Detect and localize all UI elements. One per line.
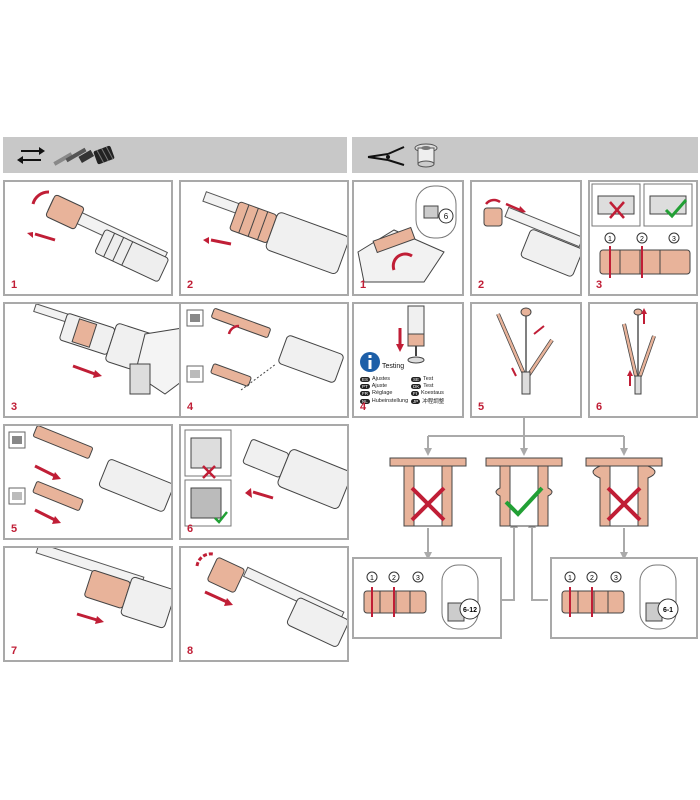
left-header-bar	[3, 137, 347, 173]
step-panel-left-6: 6	[179, 424, 349, 540]
step-number: 2	[187, 279, 194, 291]
svg-text:1: 1	[568, 575, 572, 582]
step-number: 3	[596, 279, 603, 291]
step-number: 1	[11, 279, 18, 291]
step-illustration	[27, 190, 169, 282]
step-panel-right-3: 1 2 3 3	[588, 180, 698, 296]
adjust-panel-left: 1 2 3 6-12	[352, 557, 502, 639]
step-illustration	[184, 429, 347, 527]
pliers-tool-icon	[367, 146, 405, 166]
step-number: 4	[187, 401, 194, 413]
step-illustration	[8, 426, 171, 524]
step-panel-right-6: 6	[588, 302, 698, 418]
svg-text:3: 3	[672, 236, 676, 243]
step-panel-left-5: 5	[3, 424, 173, 540]
rivet-nut-bad-left	[389, 457, 467, 527]
step-number: 6	[187, 523, 194, 535]
rotate-arrow-icon	[31, 190, 50, 205]
step-number: 1	[360, 279, 367, 291]
step-number: 3	[11, 401, 18, 413]
results-flow	[389, 418, 663, 601]
step-panel-left-2: 2	[179, 180, 349, 296]
svg-text:1: 1	[608, 236, 612, 243]
adjust-label: 6-12	[463, 607, 477, 614]
step-illustration	[195, 552, 347, 647]
step-panel-left-7: 7	[3, 546, 173, 662]
svg-text:1: 1	[370, 575, 374, 582]
step-number: 5	[11, 523, 18, 535]
legend-entry: FI Koestaus	[411, 390, 444, 396]
rivet-nut-good	[485, 457, 563, 527]
legend-entry: PT Ajuste	[360, 383, 388, 389]
svg-text:2: 2	[590, 575, 594, 582]
rivet-nut-bad-right	[585, 457, 663, 527]
adjust-label: 6-1	[663, 607, 673, 614]
step-illustration	[496, 307, 554, 395]
right-header-bar	[352, 137, 698, 173]
direction-arrow-icon	[210, 238, 232, 246]
right-header-icons	[367, 143, 438, 168]
legend-entry: FR Réglage	[360, 390, 393, 396]
step-panel-right-2: 2	[470, 180, 582, 296]
step-number: 4	[360, 401, 367, 413]
step-illustration: 6	[357, 185, 457, 283]
nosepiece-icon	[93, 145, 115, 165]
legend-entry: SE Test	[411, 376, 434, 382]
step-panel-left-4: 4	[179, 302, 349, 418]
svg-text:2: 2	[392, 575, 396, 582]
mandrel-pins-icon	[53, 147, 95, 166]
swap-arrows-icon	[17, 147, 45, 164]
rivet-nut-icon	[414, 143, 438, 168]
svg-text:3: 3	[614, 575, 618, 582]
legend-entry: JP 冲程調整	[411, 398, 445, 405]
nosepiece-part	[45, 194, 85, 230]
step-illustration	[483, 198, 580, 277]
step-illustration	[35, 548, 171, 629]
step-illustration	[202, 191, 347, 274]
testing-title: Testing	[382, 363, 404, 370]
adjust-illustration: 1 2 3 6-1	[561, 564, 679, 630]
step-number: 7	[11, 645, 18, 657]
left-header-icons	[17, 145, 115, 166]
callout-label: 6	[444, 212, 449, 221]
svg-text:2: 2	[640, 236, 644, 243]
step-number: 8	[187, 645, 194, 657]
step-illustration: Testing	[360, 305, 425, 372]
step-illustration: 1 2 3	[591, 183, 693, 278]
direction-arrow-icon	[72, 364, 96, 376]
step-panel-right-4: Testing ES Ajustes SE Test PT Ajuste DK …	[352, 302, 464, 418]
step-illustration	[622, 308, 656, 395]
testing-legend: ES Ajustes SE Test PT Ajuste DK Test FR …	[360, 376, 460, 405]
step-number: 2	[478, 279, 485, 291]
step-number: 6	[596, 401, 603, 413]
step-panel-right-5: 5	[470, 302, 582, 418]
step-panel-right-1: 6 1	[352, 180, 464, 296]
legend-entry: DK Test	[411, 383, 434, 389]
legend-entry: ES Ajustes	[360, 376, 391, 382]
step-illustration	[186, 308, 344, 391]
step-panel-left-1: 1	[3, 180, 173, 296]
step-panel-left-8: 8	[179, 546, 349, 662]
adjust-illustration: 1 2 3 6-12	[363, 564, 481, 630]
direction-arrow-icon	[34, 232, 56, 242]
svg-text:3: 3	[416, 575, 420, 582]
adjust-circles: 1 2 3	[604, 232, 680, 244]
legend-entry: NL Hubeinstellung	[360, 398, 409, 404]
step-number: 5	[478, 401, 485, 413]
adjust-panel-right: 1 2 3 6-1	[550, 557, 698, 639]
